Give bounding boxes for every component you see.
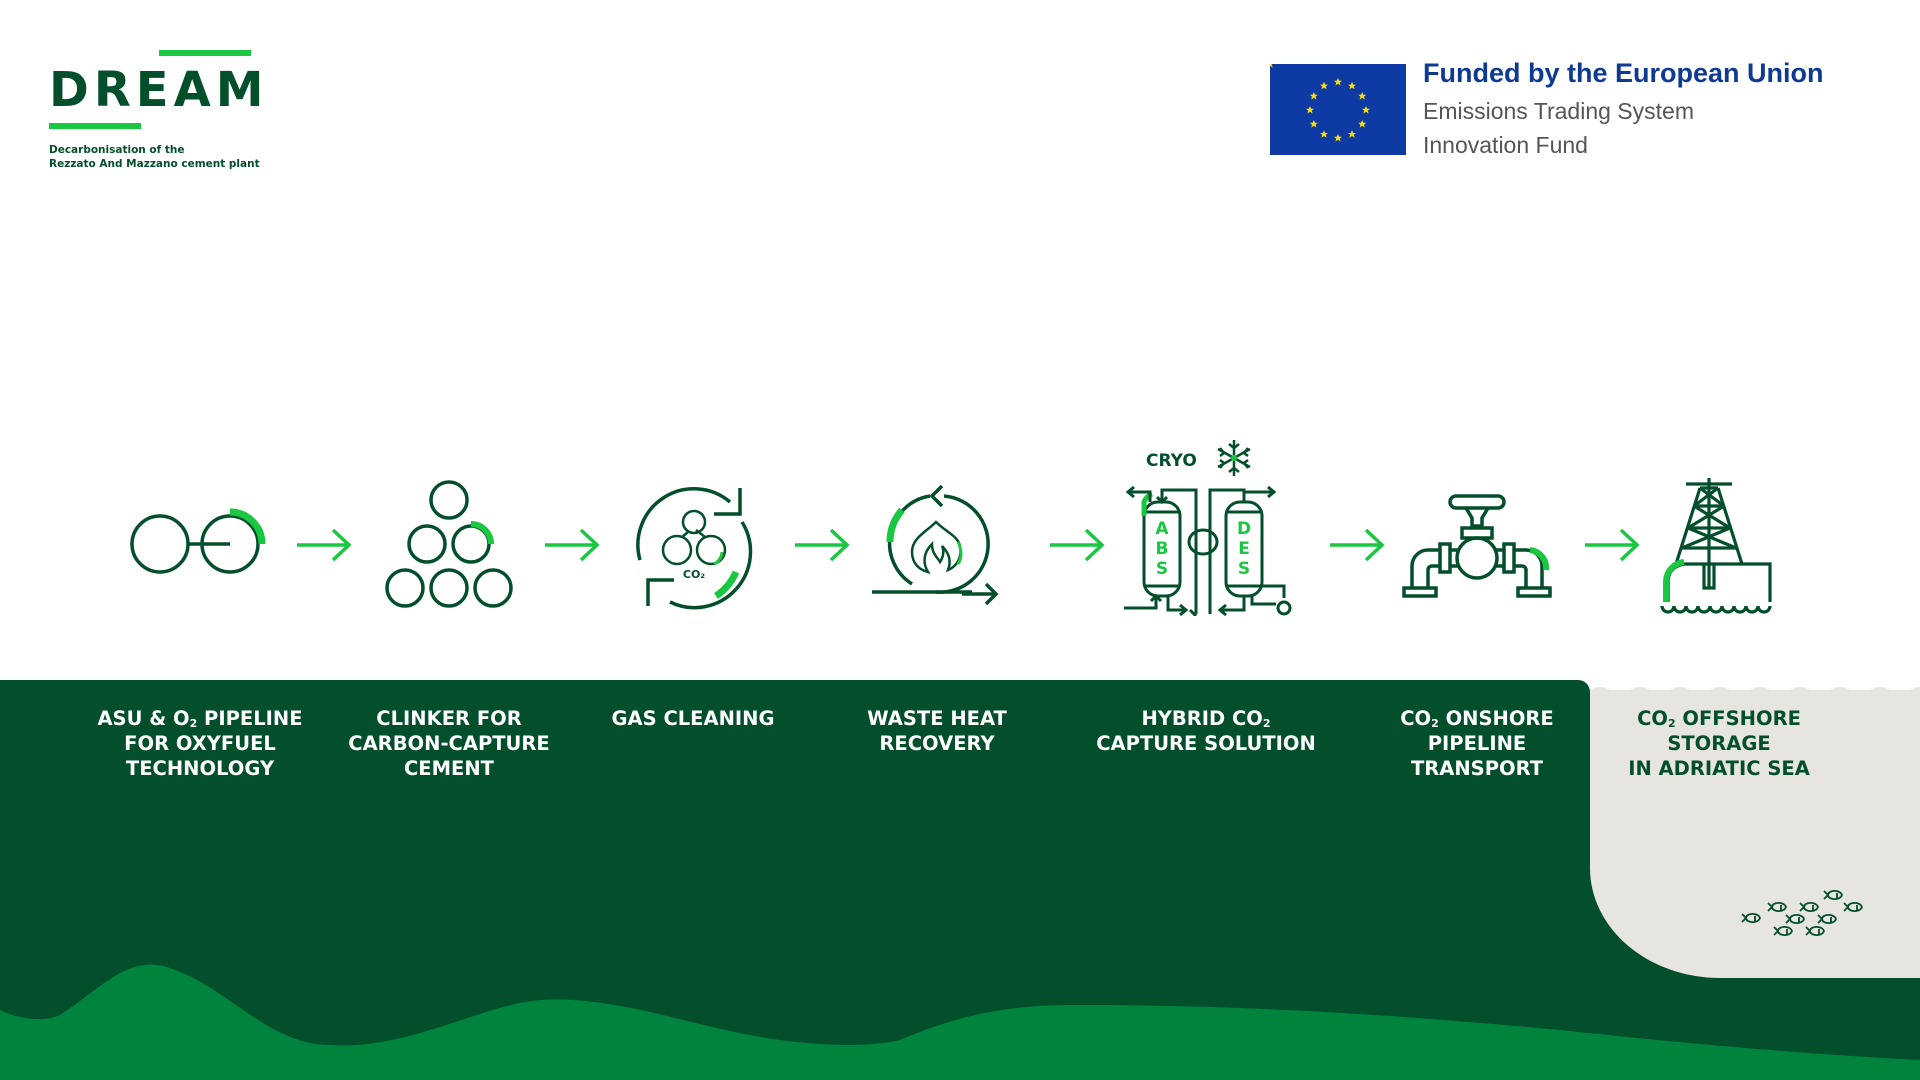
sea-panel <box>1590 690 1920 978</box>
svg-text:A: A <box>1155 519 1169 539</box>
eu-funding-line2: Emissions Trading System <box>1423 98 1694 124</box>
svg-text:B: B <box>1156 539 1169 559</box>
step-label-gas-cleaning: GAS CLEANING <box>611 707 775 730</box>
arrow-right-icon <box>1585 528 1640 562</box>
fish-school-icon <box>1741 889 1863 937</box>
logo-wordmark: DREAM <box>49 62 269 118</box>
waste-heat-recovery-icon <box>872 482 1002 611</box>
logo-tagline: Decarbonisation of the Rezzato And Mazza… <box>49 143 309 171</box>
svg-text:S: S <box>1238 559 1250 579</box>
step-label-offshore-storage: CO2 OFFSHORE STORAGE IN ADRIATIC SEA <box>1628 707 1810 780</box>
svg-text:E: E <box>1238 539 1250 559</box>
logo-accent-bar-bottom <box>49 123 141 129</box>
svg-text:S: S <box>1156 559 1168 579</box>
offshore-rig-icon <box>1660 478 1780 618</box>
step-label-waste-heat: WASTE HEAT RECOVERY <box>867 707 1007 755</box>
snowflake-icon <box>1217 440 1251 476</box>
logo-accent-bar-top <box>159 50 251 56</box>
step-label-hybrid-capture: HYBRID CO2 CAPTURE SOLUTION <box>1096 707 1316 755</box>
svg-text:CRYO: CRYO <box>1146 451 1197 471</box>
arrow-right-icon <box>1330 528 1385 562</box>
green-hills <box>0 964 1920 1080</box>
asu-pipeline-icon <box>128 500 278 594</box>
arrow-right-icon <box>545 528 600 562</box>
arrow-right-icon <box>297 528 352 562</box>
hybrid-capture-icon: CRYO A B S <box>1124 436 1304 620</box>
logo-tagline-line1: Decarbonisation of the <box>49 144 185 156</box>
step-label-asu: ASU & O2 PIPELINE FOR OXYFUEL TECHNOLOGY <box>97 707 303 780</box>
step-label-onshore-pipeline: CO2 ONSHORE PIPELINE TRANSPORT <box>1400 707 1554 780</box>
valve-pipeline-icon <box>1402 490 1562 604</box>
arrow-right-icon <box>795 528 850 562</box>
gas-cleaning-icon: CO₂ <box>630 480 765 614</box>
svg-text:CO₂: CO₂ <box>683 568 705 581</box>
eu-flag-icon <box>1270 64 1406 155</box>
sea-wave-edge <box>1590 687 1920 696</box>
step-label-clinker: CLINKER FOR CARBON-CAPTURE CEMENT <box>348 707 550 780</box>
eu-funding-line3: Innovation Fund <box>1423 132 1588 158</box>
svg-text:D: D <box>1237 519 1251 539</box>
arrow-right-icon <box>1050 528 1105 562</box>
logo-tagline-line2: Rezzato And Mazzano cement plant <box>49 158 260 170</box>
clinker-icon <box>382 478 517 617</box>
eu-funding-title: Funded by the European Union <box>1423 58 1824 88</box>
